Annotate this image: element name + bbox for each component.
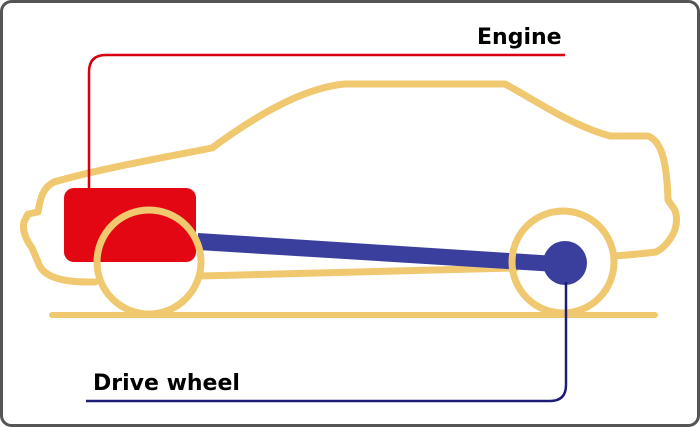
car-body-outline (20, 80, 680, 286)
drive-wheel-label: Drive wheel (93, 371, 240, 396)
car-sill-line (196, 264, 520, 280)
drive-wheel-leader-line (86, 282, 568, 403)
engine-leader-line (87, 53, 565, 190)
engine-block (64, 188, 196, 262)
drive-wheel-hub (543, 241, 587, 285)
engine-label: Engine (477, 25, 562, 50)
rear-wheel (508, 207, 618, 317)
front-wheel (93, 206, 205, 318)
drive-shaft (198, 233, 556, 272)
